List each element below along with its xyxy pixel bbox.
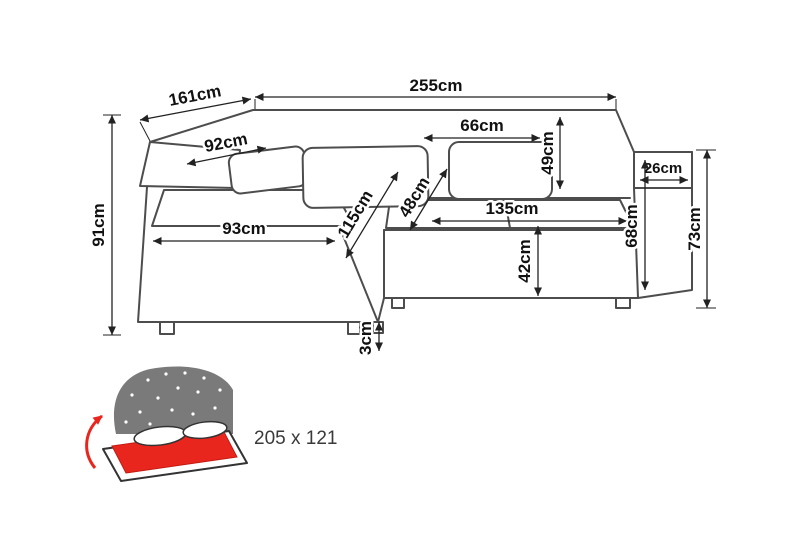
dim-back-cushion-width-label: 66cm: [460, 116, 503, 135]
dim-seat-width-label: 135cm: [486, 199, 539, 218]
dim-total-height-label: 73cm: [685, 207, 704, 250]
dim-armrest-front-height-label: 68cm: [622, 204, 641, 247]
bed-headboard: [113, 366, 233, 434]
fold-out-arrow-icon: [85, 414, 103, 469]
dim-seat-height-label: 42cm: [515, 239, 534, 282]
back-pillow-right: [448, 141, 553, 200]
sofa-leg: [391, 297, 405, 309]
dim-total-width-label: 255cm: [410, 76, 463, 95]
dim-back-cushion-height-label: 49cm: [538, 131, 557, 174]
dim-armrest-top-width-label: 26cm: [644, 160, 682, 177]
sofa-leg: [615, 297, 631, 309]
sofa-leg: [347, 321, 361, 335]
sofa-bed-icon: 205 x 121: [85, 366, 337, 482]
dim-leg-height-label: 3cm: [356, 321, 375, 355]
right-armrest-inner-edge: [633, 187, 639, 299]
sleeping-area-label: 205 x 121: [254, 428, 337, 449]
bed-pillow: [182, 420, 228, 440]
dim-chaise-length-line: [345, 171, 399, 259]
dim-seat-depth-line: [409, 168, 448, 231]
dim-armrest-depth-line: [186, 145, 267, 167]
dim-total-depth-line: [139, 96, 252, 123]
dim-chaise-width-label: 93cm: [222, 219, 265, 238]
dim-left-side-height-label: 91cm: [89, 203, 108, 246]
dimension-lines: 255cm 161cm 92cm 66cm 49cm 26cm 73cm 91c…: [87, 74, 716, 358]
star-dots: [124, 371, 222, 426]
sofa-leg: [159, 321, 175, 335]
extension-line: [139, 121, 151, 142]
